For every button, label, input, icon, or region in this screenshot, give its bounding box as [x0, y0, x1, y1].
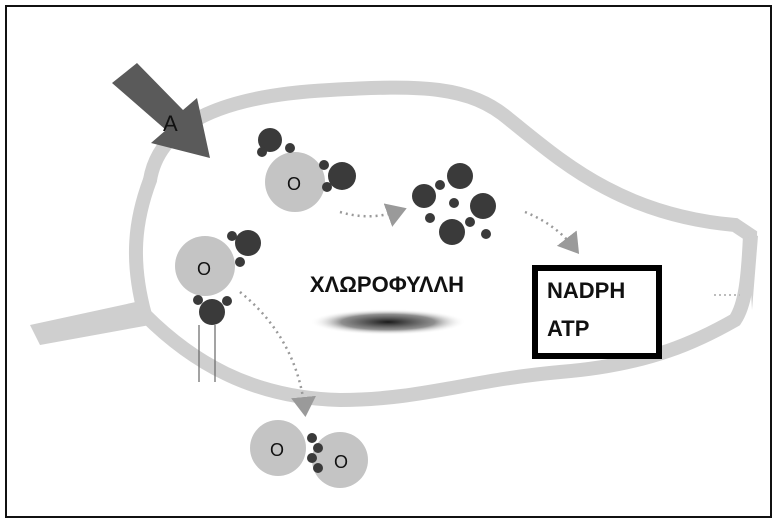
water-molecule-top: O — [257, 128, 356, 212]
membrane-outline — [30, 80, 758, 408]
light-arrow: A — [112, 63, 210, 158]
water-left-label: O — [197, 259, 211, 279]
products-box: NADPH ATP — [532, 265, 662, 359]
dotted-arrow-2 — [524, 210, 580, 254]
product-nadph: NADPH — [547, 278, 625, 303]
chlorophyll-label: ΧΛΩΡΟΦΥΛΛΗ — [310, 272, 464, 297]
chlorophyll-shadow — [310, 309, 466, 335]
water-top-label: O — [287, 174, 301, 194]
arrow-label: A — [163, 111, 178, 136]
oxygen-left-label: O — [270, 440, 284, 460]
water-molecule-left: O — [175, 230, 261, 325]
oxygen-molecule: O O — [250, 420, 368, 488]
dotted-arrow-1 — [339, 203, 407, 227]
product-atp: ATP — [547, 316, 589, 341]
dotted-arrow-3 — [239, 291, 317, 417]
proton-cluster — [412, 163, 496, 245]
stem-shape — [30, 300, 150, 345]
oxygen-right-label: O — [334, 452, 348, 472]
